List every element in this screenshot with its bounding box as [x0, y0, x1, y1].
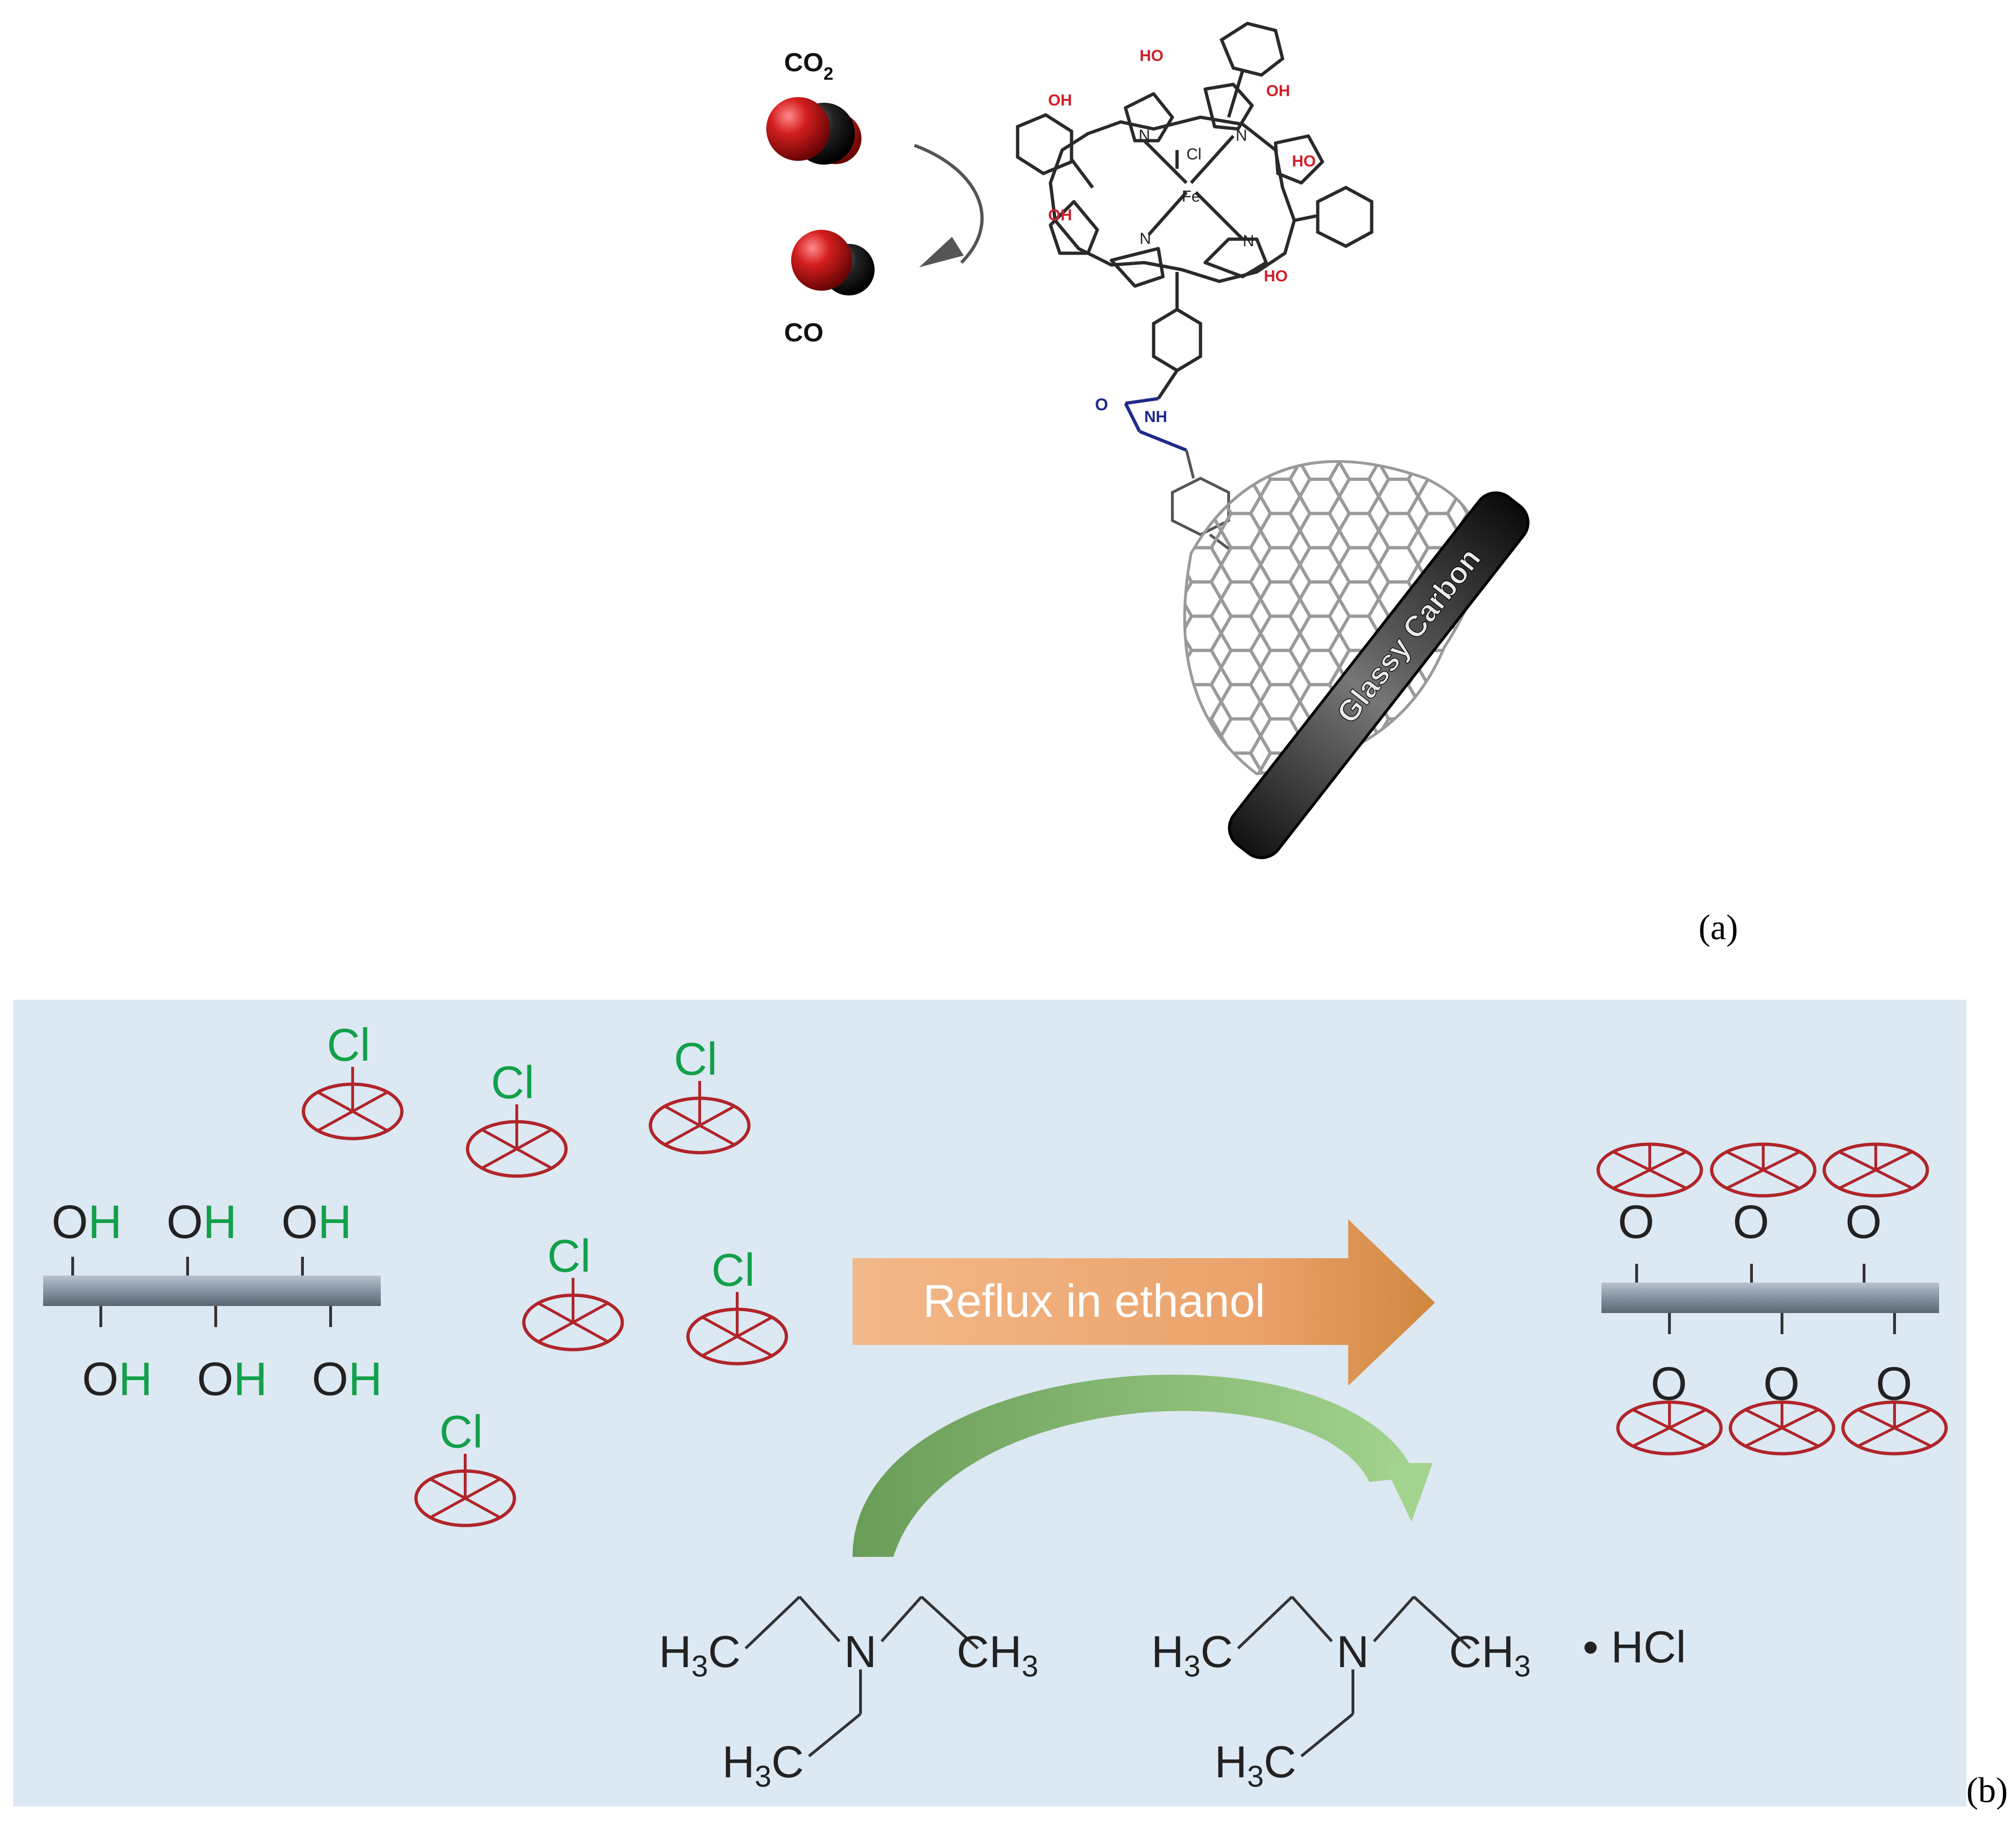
phenyl-top — [1219, 22, 1284, 118]
co-molecule — [791, 230, 875, 295]
amide-o-label: O — [1095, 395, 1108, 414]
ring-group — [1841, 1400, 1948, 1456]
methyl-group: CH3 — [957, 1627, 1038, 1683]
hydroxyl-label: OH — [1048, 206, 1072, 224]
hcl-salt-label: • HCl — [1583, 1622, 1686, 1672]
triethylamine: H3C N CH3 H3C — [659, 1595, 1038, 1793]
hydroxyl-group: OH — [312, 1353, 382, 1405]
methyl-group: H3C — [722, 1737, 804, 1793]
n-label: N — [1139, 127, 1150, 144]
amine-arrow — [853, 1374, 1433, 1557]
phenyl-left — [1016, 113, 1094, 189]
amine-nitrogen: N — [844, 1627, 876, 1677]
ring-group: Cl — [302, 1019, 404, 1140]
n-label: N — [1236, 127, 1247, 144]
amine-nitrogen: N — [1336, 1627, 1369, 1677]
triethylamine-hydrochloride: H3C N CH3 H3C • HCl — [1151, 1595, 1686, 1793]
fe-label: Fe — [1182, 188, 1201, 205]
hydroxyl-group: OH — [52, 1196, 122, 1248]
hydroxyl-group: OH — [166, 1196, 237, 1248]
panel-label-b: (b) — [1966, 1771, 2008, 1810]
co-label: CO — [784, 317, 823, 347]
co2-molecule — [766, 97, 861, 165]
hydroxyl-label: OH — [1266, 82, 1290, 100]
chlorine-label: Cl — [674, 1033, 717, 1085]
methyl-group: H3C — [1215, 1737, 1296, 1793]
hydroxyl-label: HO — [1264, 267, 1288, 285]
hydroxylated-substrate: OH OH OH OH OH OH — [43, 1196, 382, 1405]
hydroxyl-group: OH — [82, 1353, 152, 1405]
ring-group — [1822, 1142, 1929, 1198]
ring-group — [1616, 1400, 1723, 1456]
panel-label-a: (a) — [1699, 908, 1738, 947]
ether-oxygen: O — [1733, 1196, 1769, 1248]
amide-group — [1124, 397, 1187, 452]
chlorine-label: Cl — [711, 1244, 755, 1296]
phenyl-right — [1294, 186, 1374, 248]
hydroxyl-label: HO — [1292, 152, 1316, 170]
chlorine-label: Cl — [439, 1406, 483, 1457]
functionalized-substrate: O O O O O O — [1596, 1142, 1948, 1456]
conversion-arrow — [914, 143, 984, 267]
panel-a: CO2 CO — [766, 22, 1530, 860]
ring-group: Cl — [686, 1244, 788, 1366]
ring-group: Cl — [466, 1057, 568, 1178]
chlorine-label: Cl — [327, 1019, 370, 1071]
chlorine-label: Cl — [491, 1057, 535, 1108]
methyl-group: CH3 — [1449, 1627, 1531, 1683]
ring-group — [1729, 1400, 1835, 1456]
n-label: N — [1140, 230, 1151, 248]
ether-oxygen: O — [1618, 1196, 1654, 1248]
co2-label: CO2 — [784, 47, 833, 84]
n-label: N — [1243, 232, 1254, 250]
ring-group: Cl — [414, 1406, 516, 1527]
amide-nh-label: NH — [1144, 408, 1167, 426]
ring-group: Cl — [649, 1033, 751, 1155]
carbon-nanotube — [1183, 460, 1482, 776]
hydroxyl-label: HO — [1140, 47, 1163, 65]
reaction-arrow: Reflux in ethanol — [853, 1219, 1435, 1386]
ring-group — [1710, 1142, 1817, 1198]
cl-axial-label: Cl — [1186, 145, 1201, 163]
ring-group — [1596, 1142, 1703, 1198]
reaction-condition-label: Reflux in ethanol — [923, 1275, 1265, 1327]
hydroxyl-label: OH — [1048, 91, 1072, 109]
methyl-group: H3C — [659, 1627, 740, 1683]
chlorine-label: Cl — [547, 1230, 591, 1282]
panel-b-background — [13, 1000, 1966, 1806]
ether-oxygen: O — [1845, 1196, 1882, 1248]
hydroxyl-group: OH — [197, 1353, 267, 1405]
hydroxyl-group: OH — [281, 1196, 352, 1248]
fe-porphyrin — [1049, 83, 1324, 288]
nitrogen-labels: N N N N — [1139, 127, 1254, 250]
ring-group: Cl — [522, 1230, 624, 1351]
methyl-group: H3C — [1151, 1627, 1233, 1683]
phenyl-linker — [1152, 272, 1202, 400]
